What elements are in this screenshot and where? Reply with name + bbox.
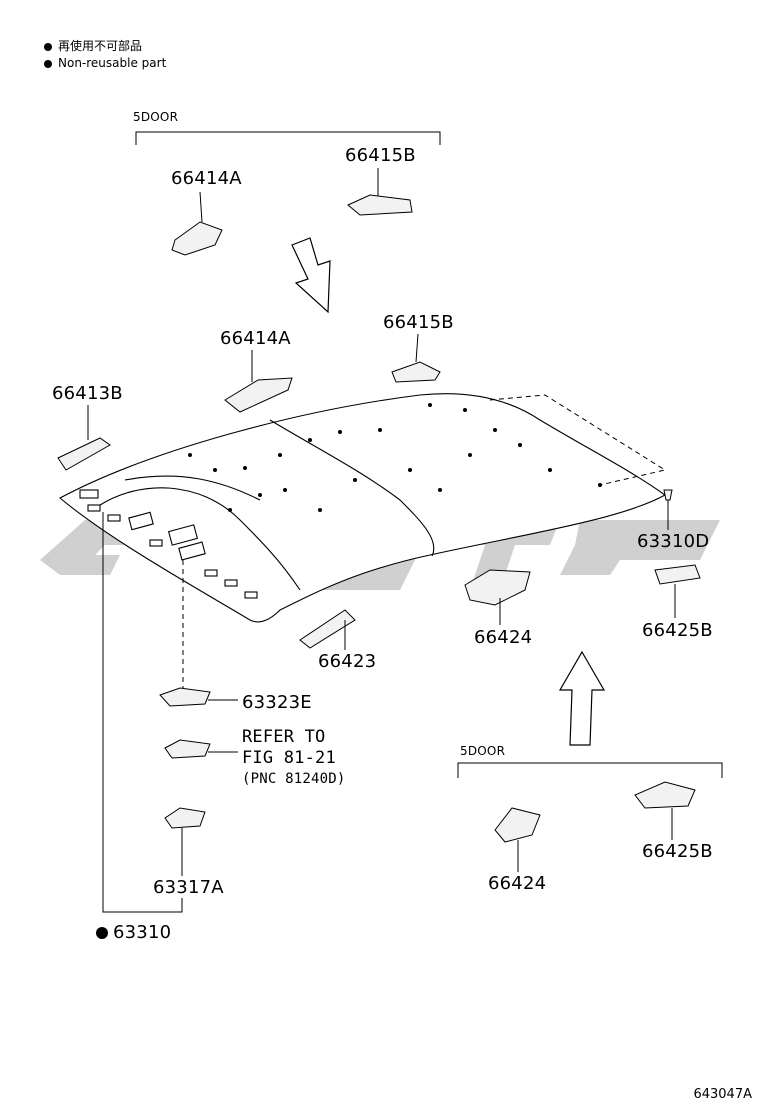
bullet-icon: [44, 42, 52, 51]
bottom-group-bracket: [457, 762, 723, 778]
part-label-66415B-top: 66415B: [345, 145, 416, 166]
leader-lines: [87, 168, 676, 913]
part-sketches: [57, 194, 701, 843]
up-arrow: [558, 650, 606, 746]
part-label-63317A: 63317A: [153, 877, 224, 898]
bullet-icon: [44, 59, 52, 68]
part-label-66424-bottom: 66424: [488, 873, 547, 894]
group-label-bottom: 5DOOR: [460, 744, 506, 758]
refer-line-2: FIG 81-21: [242, 748, 336, 768]
part-label-63310D: 63310D: [637, 531, 710, 552]
part-label-66424-mid: 66424: [474, 627, 533, 648]
legend-text-zh: 再使用不可部品: [58, 39, 143, 53]
part-label-66413B: 66413B: [52, 383, 123, 404]
legend: 再使用不可部品 Non-reusable part: [44, 38, 166, 72]
part-label-63323E: 63323E: [242, 692, 312, 713]
down-arrow: [291, 237, 331, 314]
part-label-63310: 63310: [113, 922, 172, 943]
dashed-leaders: [182, 394, 667, 688]
legend-row-en: Non-reusable part: [44, 55, 166, 72]
top-group-bracket: [135, 131, 441, 145]
part-label-66423: 66423: [318, 651, 377, 672]
headliner-panel: [59, 393, 667, 623]
part-label-66414A-top: 66414A: [171, 168, 242, 189]
refer-line-3: (PNC 81240D): [242, 771, 346, 787]
group-label-top: 5DOOR: [133, 110, 179, 124]
non-reusable-bullet: [96, 927, 108, 939]
part-label-66415B-mid: 66415B: [383, 312, 454, 333]
part-label-66425B-mid: 66425B: [642, 620, 713, 641]
refer-line-1: REFER TO: [242, 727, 326, 747]
legend-row-zh: 再使用不可部品: [44, 38, 166, 55]
legend-text-en: Non-reusable part: [58, 56, 167, 70]
figure-id: 643047A: [693, 1087, 752, 1102]
part-label-66414A-mid: 66414A: [220, 328, 291, 349]
part-label-66425B-bottom: 66425B: [642, 841, 713, 862]
